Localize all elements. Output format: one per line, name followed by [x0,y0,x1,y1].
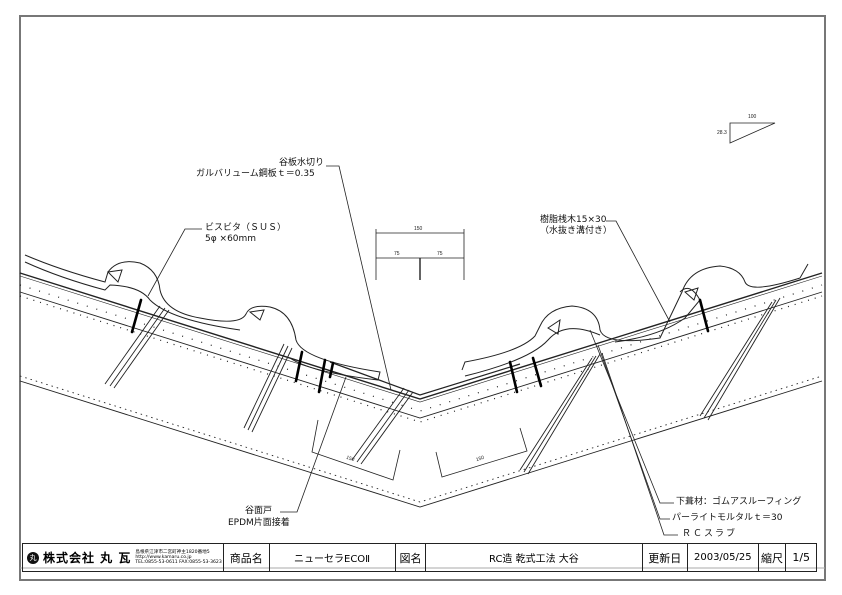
title-block: 丸 株式会社 丸 瓦 島根県江津市二宮町神主1820番地5 http://www… [22,543,817,572]
label-valley-closure-2: EPDM片面接着 [228,518,290,528]
screw [531,356,543,388]
rafter-struts [104,297,781,475]
screw [328,361,335,379]
label-screw-2: 5φ ×60mm [205,234,257,244]
drawing-frame [19,15,826,581]
screws [130,298,710,394]
screw [317,358,327,394]
label-underlay: 下葺材：ゴムアスルーフィング [676,497,802,507]
dim-top-total: 150 [414,226,423,232]
label-batten-1: 樹脂桟木15×30 [540,215,607,225]
mortar-dots [19,295,823,423]
company-name: 株式会社 丸 瓦 [43,551,132,565]
drawing-value: RC造 乾式工法 大谷 [425,543,643,572]
label-valley-closure-1: 谷面戸 [245,506,273,516]
scale-label: 縮尺 [757,543,787,572]
roof-section [19,254,823,508]
dimension-brackets [311,419,528,481]
updated-label: 更新日 [641,543,689,572]
roof-tiles-right [461,263,809,377]
screw [698,298,710,333]
company-cell: 丸 株式会社 丸 瓦 島根県江津市二宮町神主1820番地5 http://www… [22,543,224,572]
dimension-top [375,229,465,280]
company-tel: TEL:0855-53-0611 FAX:0855-53-3623 [135,560,222,566]
label-valley-flashing-1: 谷板水切り [278,158,324,168]
slab-lower-line [19,380,823,508]
dim-top-right: 75 [437,251,443,257]
drawing-label: 図名 [394,543,427,572]
label-batten-2: （水抜き溝付き） [540,226,613,236]
valley-flashing [329,361,521,396]
dim-top-left: 75 [394,251,400,257]
slab-dotted-line [19,375,823,503]
roof-tiles-left [24,254,381,381]
screw [508,360,519,394]
dim-slope-run: 100 [748,114,757,120]
label-screw-1: ビスビタ（ＳＵＳ） [205,223,287,233]
mortar-bottom-line [19,291,823,419]
scale-value: 1/5 [785,543,817,572]
dim-slope-rise: 28.3 [717,130,727,136]
label-valley-flashing-2: ガルバリューム鋼板ｔ＝0.35 [196,169,315,179]
leader-lines [147,165,678,536]
label-slab: ＲＣスラブ [682,529,738,539]
company-url: http://www.kamaru.co.jp [135,554,192,560]
screw [294,350,304,383]
company-logo-icon: 丸 [27,551,39,564]
updated-value: 2003/05/25 [687,543,759,572]
slope-triangle [729,122,776,144]
company-address: 島根県江津市二宮町神主1820番地5 [135,549,210,555]
label-mortar: パーライトモルタルｔ＝30 [672,513,783,523]
product-value: ニューセラECOⅡ [268,543,396,572]
product-label: 商品名 [222,543,270,572]
screw [130,298,143,334]
